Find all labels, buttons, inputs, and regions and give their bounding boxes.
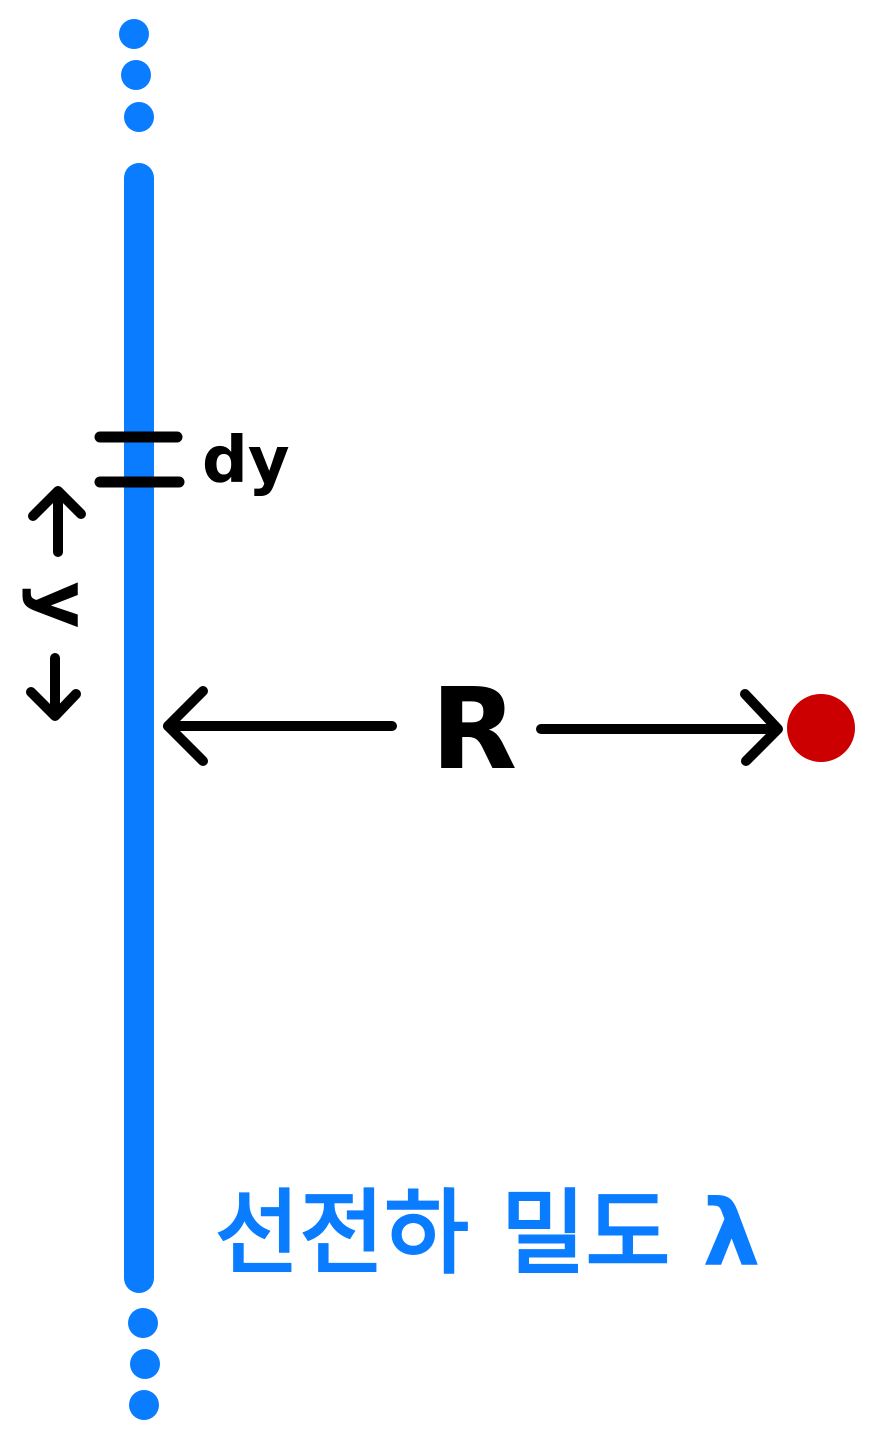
dy-label: dy (202, 424, 290, 498)
test-point (787, 694, 855, 762)
bottom-dot-2 (130, 1349, 160, 1379)
bottom-dot-1 (128, 1308, 158, 1338)
r-distance-arrow (163, 686, 783, 766)
y-label: y (21, 582, 105, 629)
r-arrow-right-head (740, 689, 783, 766)
y-arrow-up-head (28, 486, 86, 521)
bottom-continuation-dots (128, 1308, 160, 1420)
bottom-dot-3 (129, 1390, 159, 1420)
top-continuation-dots (119, 19, 154, 132)
y-arrow-down-head (26, 687, 81, 721)
top-dot-2 (121, 60, 151, 90)
r-label: R (431, 665, 517, 795)
y-distance-arrow (26, 486, 86, 721)
r-arrow-left-head (163, 686, 208, 766)
dy-element-marks (94, 431, 185, 488)
charge-density-label: 선전하 밀도 λ (215, 1180, 760, 1287)
top-dot-3 (124, 102, 154, 132)
top-dot-1 (119, 19, 149, 49)
